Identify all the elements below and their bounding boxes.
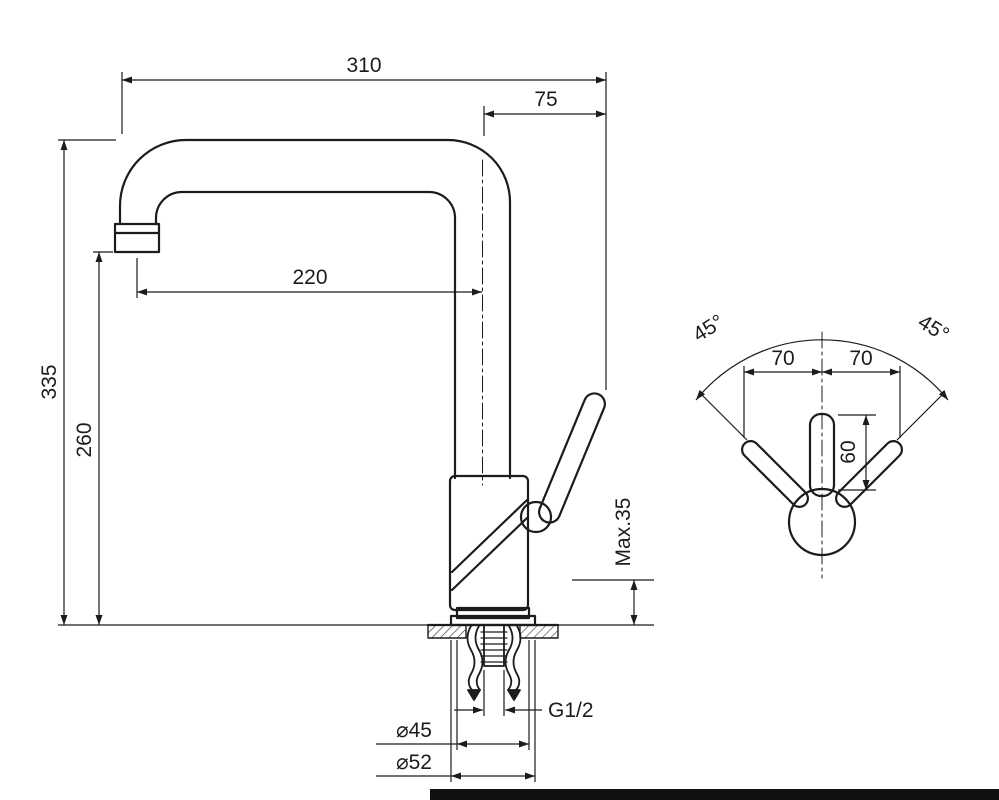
ext-45-right [896,394,943,441]
label-335: 335 [38,364,61,399]
side-view-dimensions [58,72,654,782]
deck-hatch-left [427,624,467,639]
label-220: 220 [292,266,327,289]
handle-swing-labels: 45° 45° 70 70 60 [689,310,953,463]
stud-thread-ticks [480,631,508,663]
bottom-black-bar [430,789,999,800]
swing-arc [695,339,949,401]
side-view-labels: 310 75 220 335 260 Max.35 G1/2 ⌀45 ⌀52 [38,54,635,774]
lever-knuckle [519,500,553,534]
ext-45-left [701,394,748,441]
handle-swing-dimensions [695,339,949,491]
label-45-right: 45° [914,310,953,346]
label-260: 260 [73,422,96,457]
base-ring [455,606,531,620]
label-70-right: 70 [849,347,872,370]
label-max35: Max.35 [612,498,635,567]
handle-swing-view [741,331,903,579]
label-60: 60 [837,440,860,463]
label-310: 310 [346,54,381,77]
lever-handle [538,392,606,524]
spout-outlet [113,222,161,254]
lever-left-45 [741,440,809,508]
label-g12: G1/2 [548,699,594,722]
label-45-left: 45° [689,310,728,346]
lever-vertical [808,412,836,498]
label-d52: ⌀52 [396,751,432,774]
label-75: 75 [534,88,557,111]
label-70-left: 70 [771,347,794,370]
supply-hose-right [504,625,522,701]
label-d45: ⌀45 [396,719,432,742]
body-joint-line-2 [450,498,529,574]
threaded-stud [483,624,505,667]
handle-base-circle [787,487,857,557]
faucet-side-view [113,138,606,701]
mixer-body [448,474,530,612]
body-joint-line-1 [450,516,529,592]
spout-outline [118,138,512,480]
deck-hatch-right [519,624,559,639]
supply-hose-left [466,625,484,701]
